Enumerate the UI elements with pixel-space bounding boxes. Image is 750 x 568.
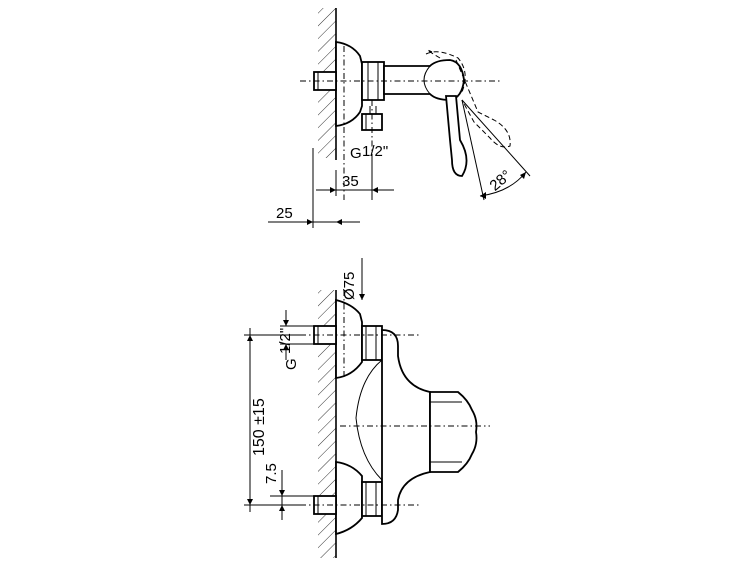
- dimension-35: 35: [342, 173, 359, 190]
- mixer-body-front: [381, 329, 431, 525]
- center-distance-label: 150 ±15: [251, 398, 268, 456]
- wall-hatching-front: [318, 290, 336, 558]
- thread-label-top: G: [350, 145, 362, 162]
- top-view: G 1/2" 35 25 28°: [268, 8, 531, 228]
- upper-nut: [361, 325, 383, 361]
- dimension-25: 25: [276, 205, 293, 222]
- thread-fraction-top: 1/2": [362, 143, 388, 160]
- angle-28-label: 28°: [487, 167, 515, 195]
- wall-flange-top: [335, 40, 363, 128]
- upper-flange-front: [335, 298, 363, 380]
- front-view: Ø75 G 1/2" 150 ±15 7.5: [244, 258, 490, 558]
- lower-flange-front: [335, 460, 363, 536]
- offset-7-5-label: 7.5: [263, 463, 280, 484]
- lower-nut: [361, 481, 383, 517]
- thread-label-front: G: [283, 358, 300, 370]
- lever-handle-rotated: [427, 49, 511, 148]
- knob-front: [429, 391, 478, 473]
- diameter-75-label: Ø75: [341, 272, 358, 300]
- lever-handle-top: [445, 95, 468, 177]
- thread-fraction-front: 1/2": [277, 328, 294, 354]
